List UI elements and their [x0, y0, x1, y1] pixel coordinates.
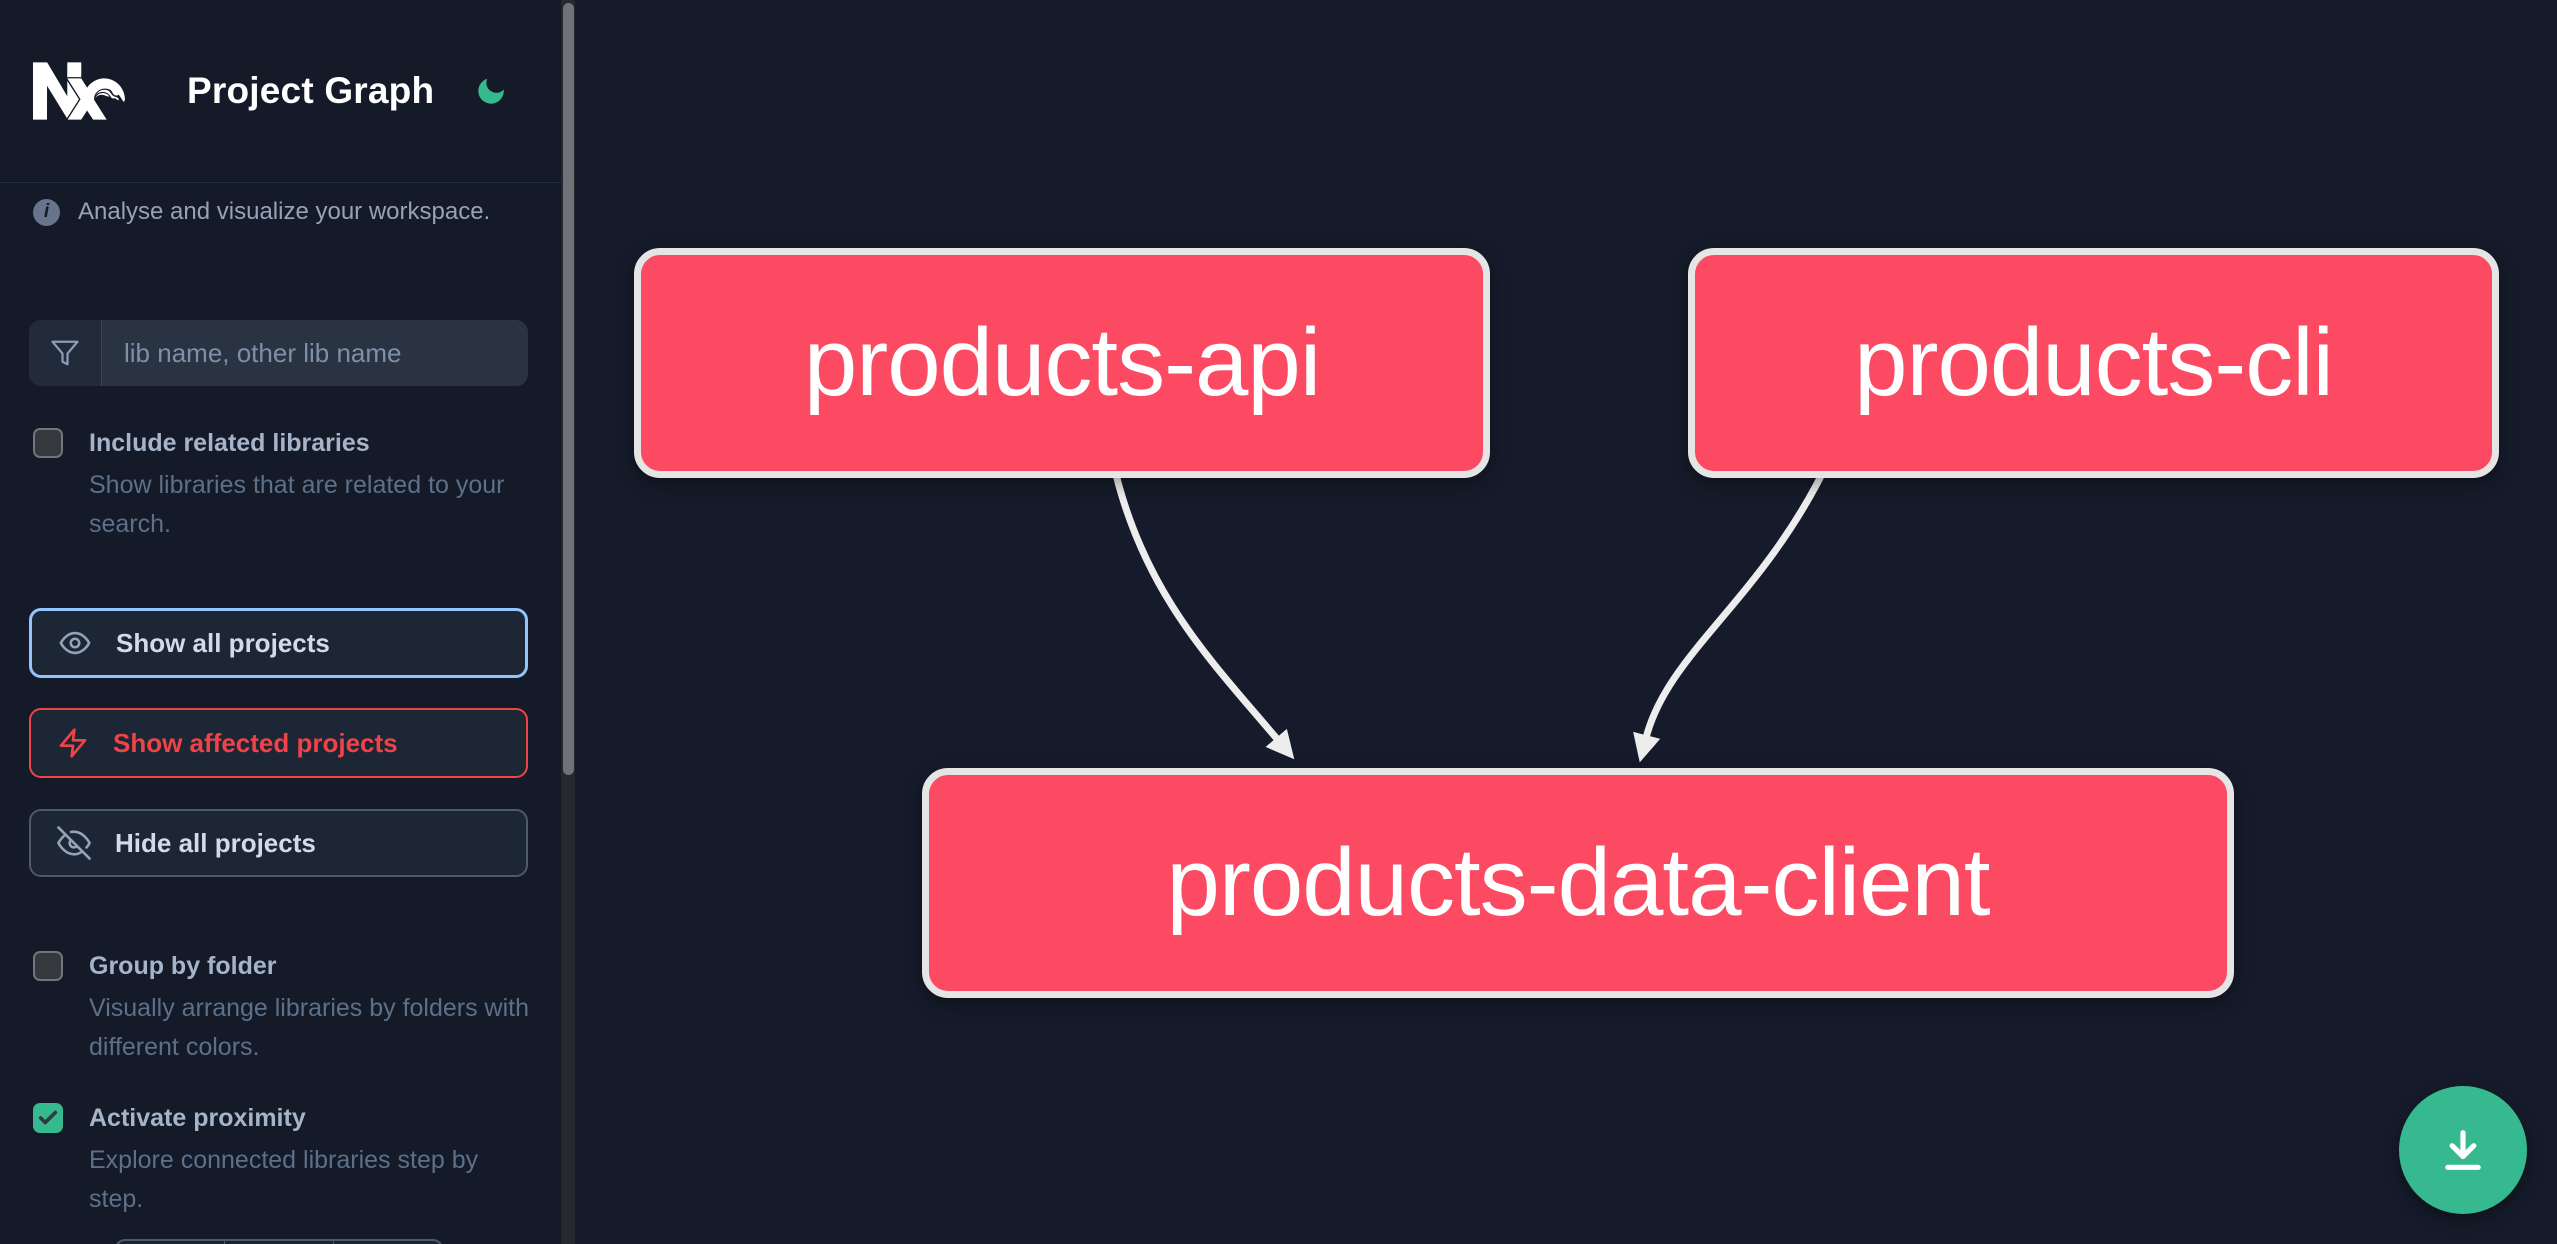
node-products-api[interactable]: products-api — [634, 248, 1490, 478]
nx-logo-icon — [33, 62, 125, 120]
include-related-row: Include related libraries Show libraries… — [33, 427, 533, 544]
graph-edges — [1109, 458, 1832, 763]
group-by-folder-checkbox[interactable] — [33, 951, 63, 981]
node-products-data-client[interactable]: products-data-client — [922, 768, 2234, 998]
theme-toggle-button[interactable] — [471, 71, 511, 111]
hide-all-projects-button[interactable]: Hide all projects — [29, 809, 528, 877]
download-image-button[interactable] — [2399, 1086, 2527, 1214]
download-icon — [2445, 1130, 2481, 1170]
moon-icon — [478, 78, 504, 104]
group-by-folder-description: Visually arrange libraries by folders wi… — [89, 994, 530, 1061]
hide-all-projects-label: Hide all projects — [115, 827, 316, 858]
group-by-folder-label: Group by folder — [89, 952, 277, 980]
show-all-projects-button[interactable]: Show all projects — [29, 608, 528, 678]
graph-canvas[interactable]: products-api products-cli products-data-… — [575, 0, 2557, 1244]
sidebar-scrollbar-thumb[interactable] — [563, 3, 574, 775]
include-related-description: Show libraries that are related to your … — [89, 471, 505, 538]
page-title: Project Graph — [187, 70, 435, 111]
tagline-row: i Analyse and visualize your workspace. — [33, 198, 533, 226]
node-products-cli[interactable]: products-cli — [1688, 248, 2499, 478]
sidebar-scrollbar[interactable] — [562, 0, 575, 1244]
include-related-label: Include related libraries — [89, 429, 370, 457]
edge-products-cli-to-products-data-client — [1633, 458, 1832, 763]
sidebar: Project Graph i Analyse and visualize yo… — [0, 0, 562, 1244]
search-field — [29, 320, 528, 386]
show-all-projects-label: Show all projects — [116, 627, 330, 658]
activate-proximity-row: Activate proximity Explore connected lib… — [33, 1102, 533, 1219]
activate-proximity-label: Activate proximity — [89, 1104, 306, 1132]
eye-icon — [59, 631, 91, 655]
show-affected-projects-button[interactable]: Show affected projects — [29, 708, 528, 778]
sidebar-header: Project Graph — [0, 0, 561, 183]
tagline-text: Analyse and visualize your workspace. — [78, 198, 491, 225]
group-by-folder-row: Group by folder Visually arrange librari… — [33, 950, 533, 1067]
activate-proximity-checkbox[interactable] — [33, 1103, 63, 1133]
activate-proximity-description: Explore connected libraries step by step… — [89, 1146, 479, 1213]
check-icon — [38, 1110, 58, 1125]
bottom-control-segment[interactable] — [117, 1241, 226, 1244]
sidebar-bottom-control[interactable] — [115, 1239, 443, 1244]
bolt-icon — [59, 728, 87, 758]
filter-icon — [29, 320, 102, 386]
bottom-control-segment[interactable] — [225, 1241, 334, 1244]
info-icon: i — [33, 198, 60, 226]
include-related-checkbox[interactable] — [33, 428, 63, 458]
edge-products-api-to-products-data-client — [1109, 458, 1295, 760]
search-input[interactable] — [102, 320, 528, 386]
eye-off-icon — [57, 826, 91, 860]
show-affected-projects-label: Show affected projects — [113, 727, 398, 758]
